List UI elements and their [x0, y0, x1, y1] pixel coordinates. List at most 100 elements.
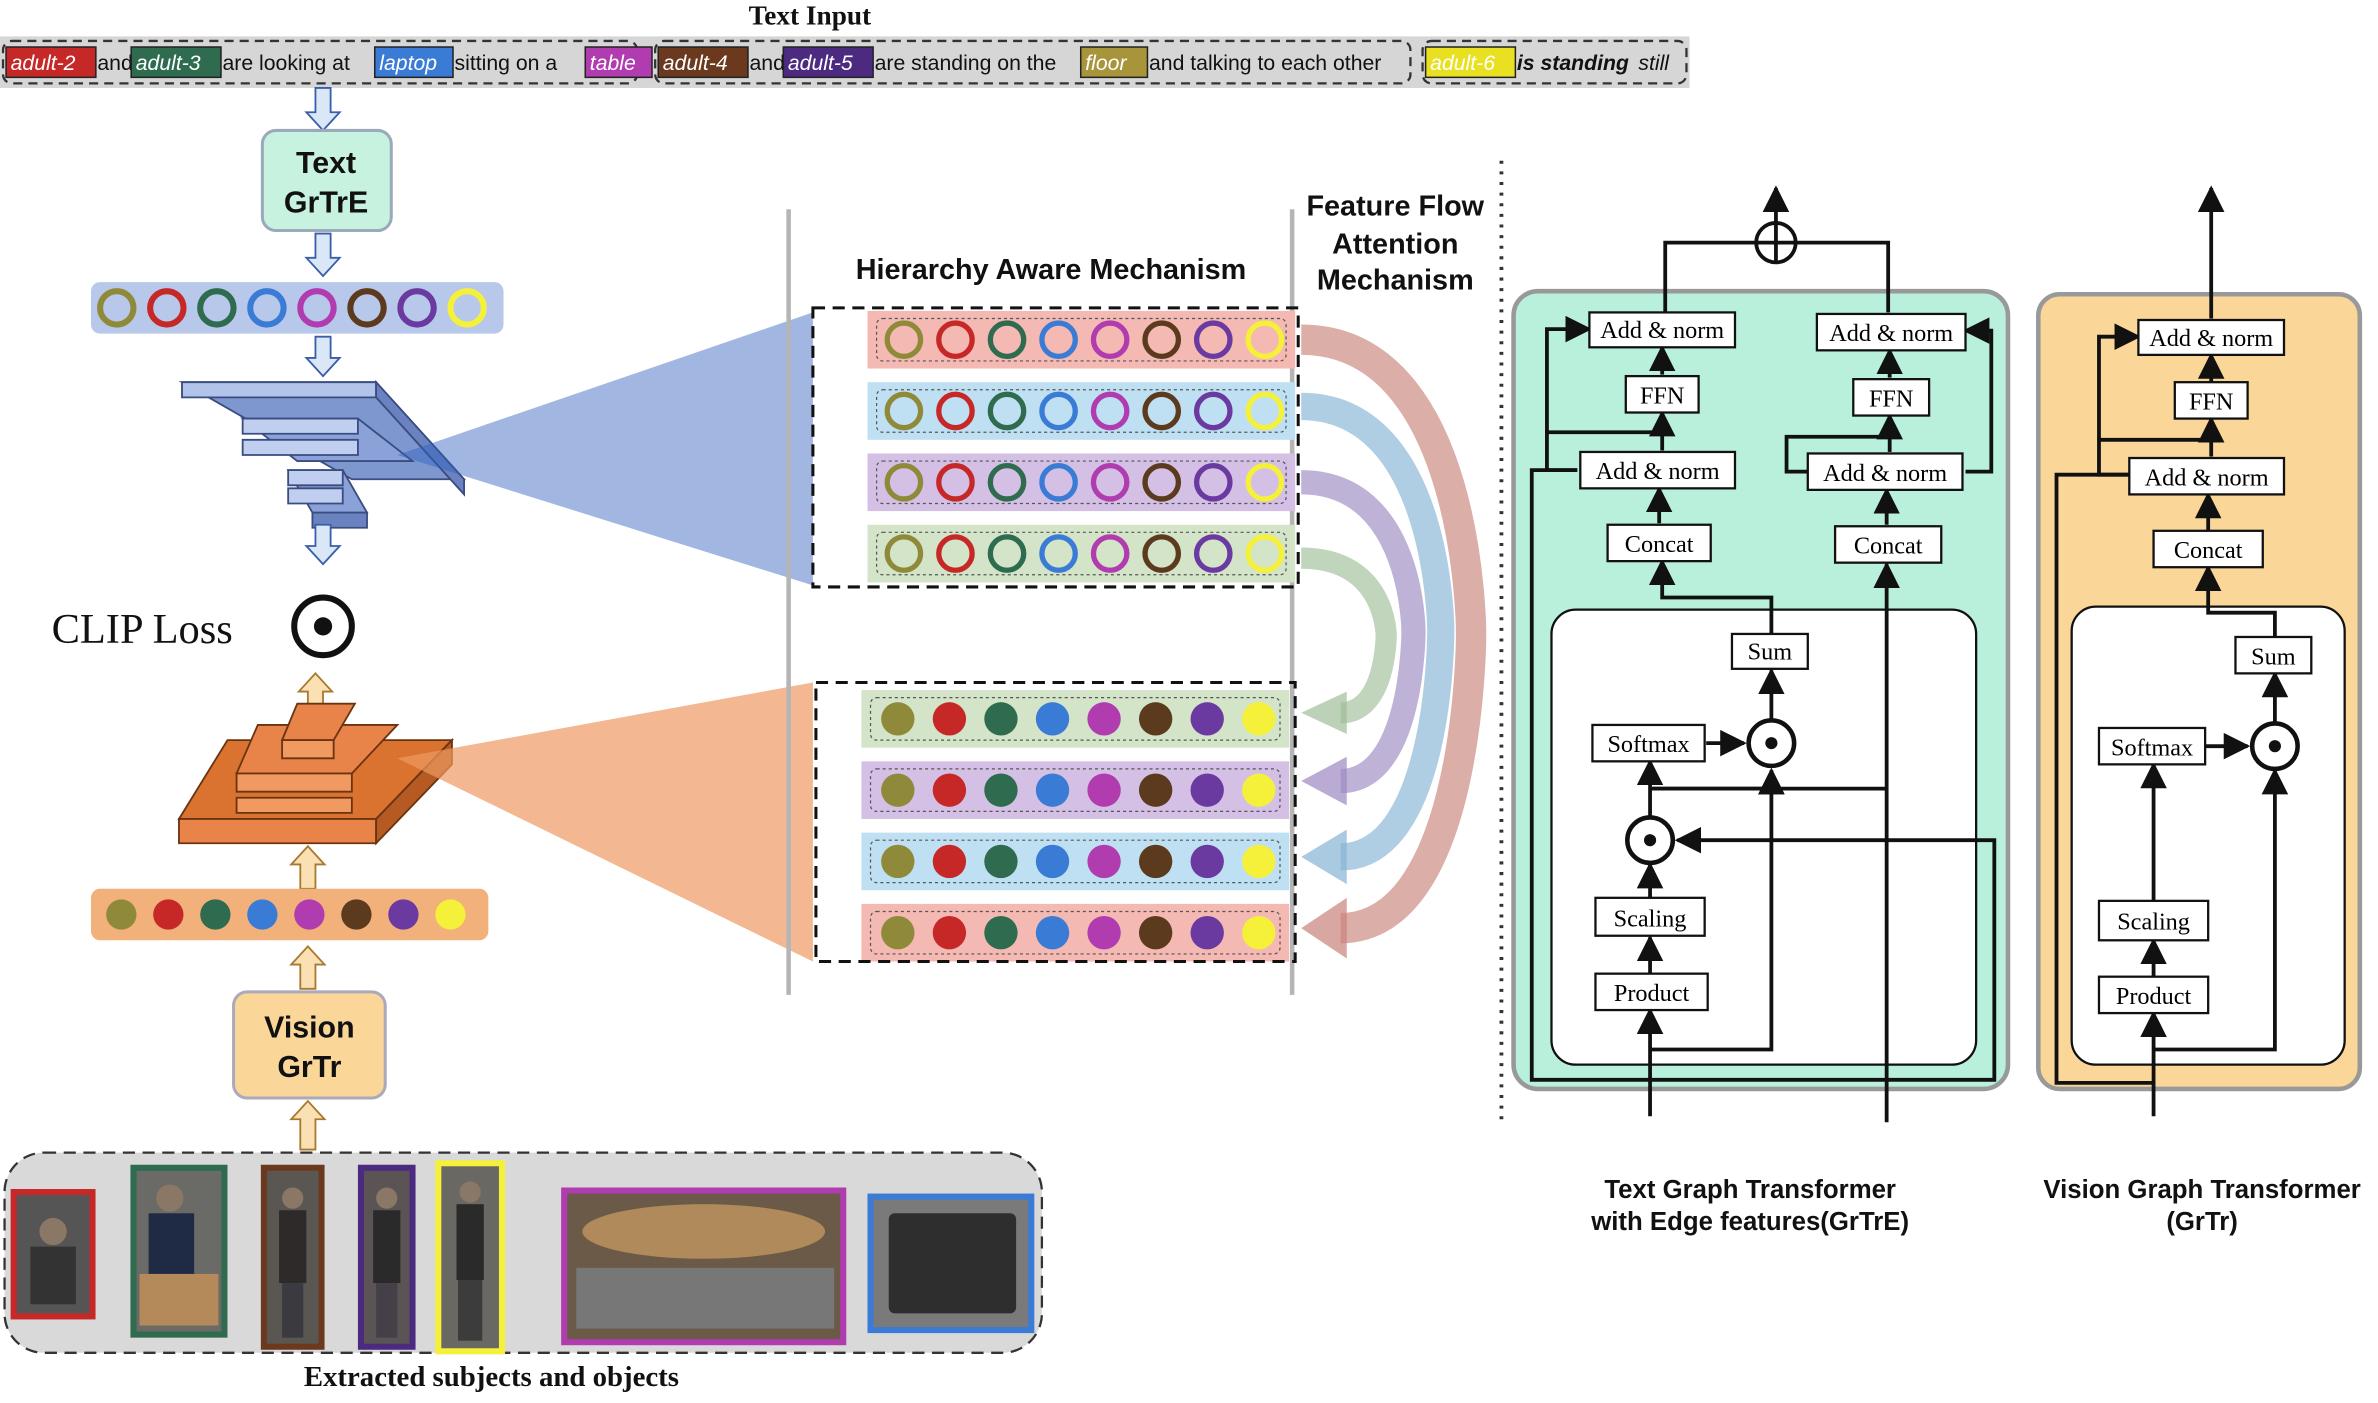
text-node: [347, 288, 387, 328]
vision-node: [1242, 916, 1276, 950]
text-grtre-label-line1: Text: [296, 147, 356, 180]
group-boundary: [875, 389, 1287, 433]
detected-crop-table: [561, 1187, 847, 1346]
text-node: [1193, 462, 1233, 502]
grtre-add-norm-mid-left-label: Add & norm: [1596, 458, 1720, 485]
vision-node: [1035, 702, 1070, 736]
clip-loss-label: CLIP Loss: [52, 606, 233, 653]
feature-flow-arrow: [1300, 547, 1397, 724]
grtr-scaling: [2097, 899, 2210, 942]
text-node: [97, 288, 137, 328]
vision-hierarchy-rows: [861, 690, 1290, 962]
grtr-add-norm-mid: [2128, 456, 2286, 496]
feature-flow-arrow: [1300, 470, 1426, 794]
vision-node: [1190, 773, 1224, 807]
grtr-product-label: Product: [2116, 983, 2192, 1010]
vision-node: [1087, 773, 1121, 807]
vision-node: [881, 773, 915, 807]
entity-tag: adult-2: [11, 52, 76, 75]
vision-node: [881, 702, 915, 736]
grtr-concat-label: Concat: [2174, 537, 2243, 564]
hierarchy-row: [861, 903, 1290, 962]
vision-node: [1087, 844, 1121, 879]
vision-node: [1190, 702, 1224, 736]
sentence-word: sitting on a: [455, 52, 558, 75]
hollow-arrow-up-icon: [289, 945, 327, 990]
grtr-add-norm-top: [2137, 318, 2286, 357]
vision-node: [932, 702, 967, 736]
group-boundary: [875, 317, 1287, 362]
text-hierarchy-rows: [867, 310, 1296, 583]
entity-tag-box: [373, 46, 454, 79]
text-grtre-label-line2: GrTrE: [284, 186, 368, 219]
detected-crop-adult-6: [435, 1160, 506, 1355]
vision-node: [984, 702, 1018, 736]
text-node: [1193, 391, 1233, 431]
grtr-ffn: [2173, 381, 2249, 420]
grtre-add-norm-top-right: [1815, 312, 1967, 352]
text-node: [936, 391, 975, 431]
group-boundary: [869, 768, 1281, 812]
grtr-ffn-label: FFN: [2189, 388, 2234, 415]
grtre-caption-line1: Text Graph Transformer: [1604, 1176, 1896, 1204]
text-node: [147, 288, 187, 328]
grtre-connections: [1529, 185, 1997, 1123]
detected-crop-laptop: [867, 1193, 1035, 1334]
text-node: [297, 288, 337, 328]
feature-flow-arrows: [1300, 324, 1487, 959]
grtr-sum-label: Sum: [2251, 643, 2296, 670]
entity-tag-box: [782, 46, 874, 79]
vision-node: [1138, 702, 1173, 736]
sentence-word: still: [1638, 52, 1670, 75]
grtre-softmax: [1591, 723, 1706, 763]
text-node: [1039, 462, 1078, 502]
entity-tag-box: [1079, 46, 1149, 79]
hollow-arrow-down-icon: [304, 523, 342, 566]
sentence-word: and talking to each other: [1149, 52, 1381, 75]
grtre-ffn-left: [1624, 374, 1700, 414]
grtr-caption-line1: Vision Graph Transformer: [2043, 1176, 2360, 1204]
entity-tag: table: [590, 52, 636, 75]
grtr-product: [2097, 975, 2210, 1015]
vision-node: [881, 844, 915, 879]
text-node: [936, 534, 975, 573]
entity-tag-box: [1424, 46, 1517, 79]
detected-crop-adult-4: [260, 1164, 325, 1350]
grtre-caption-line2: with Edge features(GrTrE): [1590, 1208, 1909, 1236]
vision-node-dots: [106, 899, 466, 930]
grtre-dot-icon-upper: [1746, 718, 1797, 769]
grtre-dot-icon-lower: [1625, 815, 1676, 866]
grtre-sum: [1730, 632, 1809, 670]
vision-node: [1242, 702, 1276, 736]
grtre-add-norm-mid-right-label: Add & norm: [1823, 460, 1947, 487]
vision-node: [1242, 773, 1276, 807]
grtr-sum: [2234, 635, 2313, 675]
vision-grtr-box: [232, 990, 387, 1100]
grtre-blocks: Add & norm FFN Add & norm Concat Add & n…: [1579, 311, 1967, 1012]
group-boundary: [869, 839, 1281, 884]
vision-node: [294, 899, 325, 930]
sentence-group: [1421, 39, 1688, 85]
extracted-objects-label: Extracted subjects and objects: [304, 1361, 679, 1393]
text-node: [884, 462, 924, 502]
grtre-concat-right: [1833, 525, 1943, 564]
vision-node: [388, 899, 419, 930]
vision-node: [932, 844, 967, 879]
grtre-product-label: Product: [1614, 980, 1690, 1007]
vision-node: [1242, 844, 1276, 879]
hollow-arrow-up-icon: [289, 844, 327, 890]
grtre-concat-right-label: Concat: [1854, 533, 1923, 560]
detected-crop-adult-3: [130, 1164, 228, 1338]
vision-node-strip: [90, 888, 489, 941]
text-node: [1090, 391, 1130, 431]
sentence-word: are looking at: [222, 52, 350, 75]
text-node: [397, 288, 437, 328]
grtr-add-norm-mid-label: Add & norm: [2145, 464, 2269, 491]
vision-node: [1138, 844, 1173, 879]
vision-grtr-label-line1: Vision: [264, 1011, 354, 1044]
vision-node: [984, 773, 1018, 807]
dot-product-icon: [291, 594, 355, 659]
feature-flow-arrowhead: [1301, 691, 1347, 735]
vision-projection-cone: [397, 682, 813, 962]
detected-crop-adult-5: [357, 1164, 416, 1350]
